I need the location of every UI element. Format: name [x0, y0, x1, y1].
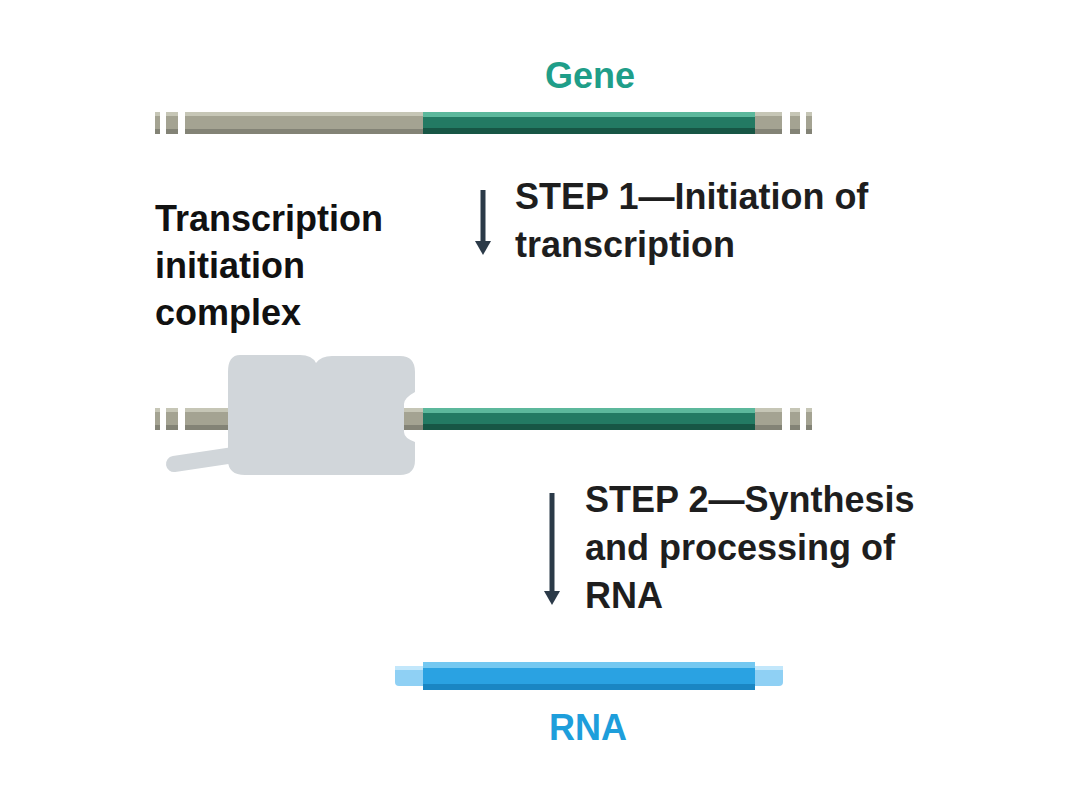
dna-shade — [806, 425, 812, 430]
dna-highlight — [806, 408, 812, 412]
dna-segment — [166, 408, 178, 430]
dna-highlight — [790, 408, 800, 412]
step-label: STEP 1—Initiation of transcription — [515, 173, 915, 269]
dna-highlight — [185, 112, 782, 116]
gene-region — [423, 112, 755, 134]
rna-highlight — [423, 662, 755, 668]
dna-shade — [155, 425, 160, 430]
dna-highlight — [790, 112, 800, 116]
dna-segment — [155, 112, 160, 134]
dna-shade — [790, 425, 800, 430]
gene-diagram: Gene — [150, 50, 820, 142]
dna-segment — [806, 408, 812, 430]
dna-highlight — [166, 112, 178, 116]
gene-shade — [423, 424, 755, 430]
molecule-label: Gene — [545, 52, 635, 99]
gene-region — [423, 408, 755, 430]
gene-shade — [423, 128, 755, 134]
step-arrow — [481, 190, 486, 243]
dna-highlight — [155, 112, 160, 116]
gene-highlight — [423, 112, 755, 117]
dna-shade — [166, 129, 178, 134]
node-illustration — [150, 50, 820, 142]
complex-body — [228, 355, 415, 475]
dna-segment — [166, 112, 178, 134]
rna-body — [423, 662, 755, 690]
rna-diagram: RNA — [390, 600, 790, 750]
dna-strand — [155, 112, 812, 134]
step-label: STEP 2—Synthesis and processing of RNA — [585, 476, 930, 620]
dna-segment — [790, 112, 800, 134]
dna-segment — [185, 112, 782, 134]
dna-shade — [185, 129, 782, 134]
gene-highlight — [423, 408, 755, 413]
dna-segment — [790, 408, 800, 430]
dna-segment — [155, 408, 160, 430]
dna-shade — [155, 129, 160, 134]
rna-strand — [395, 662, 783, 690]
dna-shade — [166, 425, 178, 430]
dna-shade — [790, 129, 800, 134]
complex-tail — [174, 455, 234, 464]
initiation-complex — [174, 355, 415, 475]
dna-highlight — [166, 408, 178, 412]
dna-shade — [806, 129, 812, 134]
rna-shade — [423, 684, 755, 690]
dna-with-complex: Transcription initiation complex — [150, 255, 820, 480]
step-arrow — [550, 493, 555, 593]
complex-label: Transcription initiation complex — [155, 195, 417, 336]
molecule-label: RNA — [549, 704, 627, 751]
dna-highlight — [806, 112, 812, 116]
dna-highlight — [155, 408, 160, 412]
node-illustration — [150, 255, 820, 480]
dna-segment — [806, 112, 812, 134]
